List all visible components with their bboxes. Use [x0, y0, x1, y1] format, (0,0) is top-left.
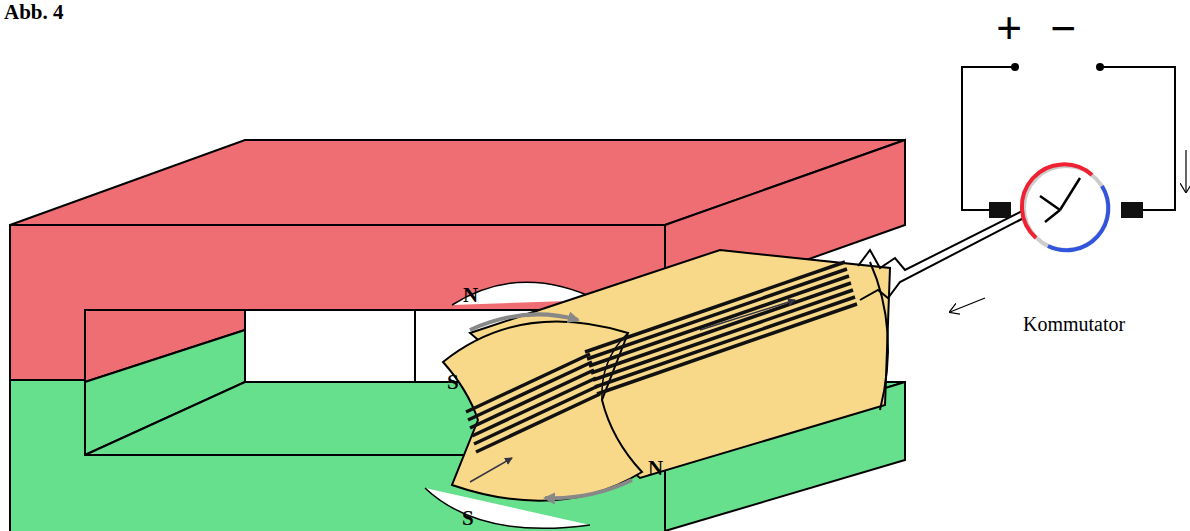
wire — [1102, 67, 1175, 210]
pole-letter: S — [462, 508, 474, 529]
rotor-front-face — [443, 322, 642, 501]
polarity-sign: + — [996, 6, 1022, 52]
current-arrow — [1185, 150, 1186, 192]
rotation-arrow — [545, 480, 632, 498]
current-arrow — [470, 458, 512, 482]
commutator-ring — [1024, 166, 1108, 250]
rotor-winding — [466, 262, 857, 452]
figure-title: Abb. 4 — [4, 2, 64, 23]
rotor-lead — [860, 207, 1045, 300]
terminal — [1011, 63, 1019, 71]
pole-letter: S — [447, 372, 459, 393]
wire — [962, 67, 1013, 210]
rotor-back-edge — [870, 262, 888, 410]
brush — [989, 202, 1011, 218]
commutator-contact — [1040, 178, 1080, 222]
brush — [1121, 202, 1143, 218]
polarity-sign: − — [1050, 6, 1076, 52]
rotor-lead — [858, 202, 1040, 270]
part-name: Kommutator — [1023, 314, 1125, 334]
current-arrow — [950, 298, 985, 312]
rotation-arrow — [470, 314, 578, 330]
pole-letter: N — [648, 458, 663, 479]
commutator-segment — [1022, 164, 1092, 238]
terminal — [1096, 63, 1104, 71]
pole-letter: N — [463, 285, 478, 306]
commutator-segment — [1048, 186, 1108, 250]
current-arrow — [700, 300, 795, 330]
